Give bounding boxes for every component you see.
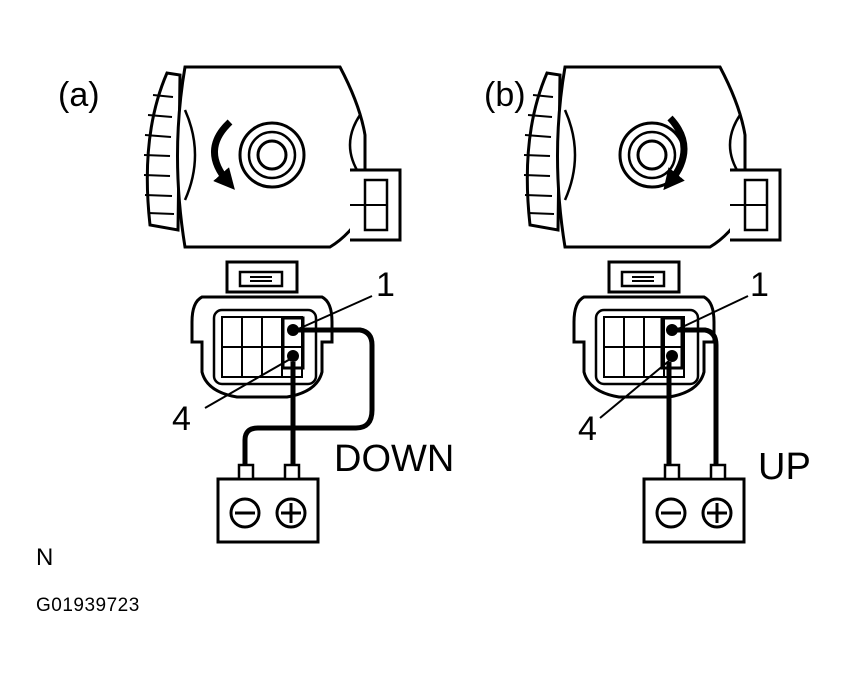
panel-label-b: (b) [484,76,526,114]
battery-a [216,463,320,544]
pin-4-b [666,350,678,362]
wire-pin1-to-plus-b [676,327,719,465]
direction-label-b: UP [758,446,811,488]
leader-pin-4-b [599,359,671,419]
leader-pin-1-a [295,295,373,331]
panel-a [142,65,402,544]
panel-b [522,65,782,544]
pin-1-label-a: 1 [376,266,395,304]
pin-1-a [287,324,299,336]
pin-4-label-a: 4 [172,400,191,438]
sensor-body-b [522,65,782,249]
battery-b [642,463,746,544]
direction-label-a: DOWN [334,438,455,480]
figure-code: G01939723 [36,595,140,616]
wire-pin1-to-minus-a [242,327,375,465]
pin-1-b [666,324,678,336]
sensor-body-a [142,65,402,249]
rotation-arrow-cw-icon [663,115,688,191]
pin-1-label-b: 1 [750,266,769,304]
panel-label-a: (a) [58,76,100,114]
pin-4-label-b: 4 [578,410,597,448]
footer-note: N [36,544,54,571]
leader-pin-4-a [204,357,293,409]
leader-pin-1-b [675,295,749,331]
rotation-arrow-ccw-icon [211,119,235,190]
